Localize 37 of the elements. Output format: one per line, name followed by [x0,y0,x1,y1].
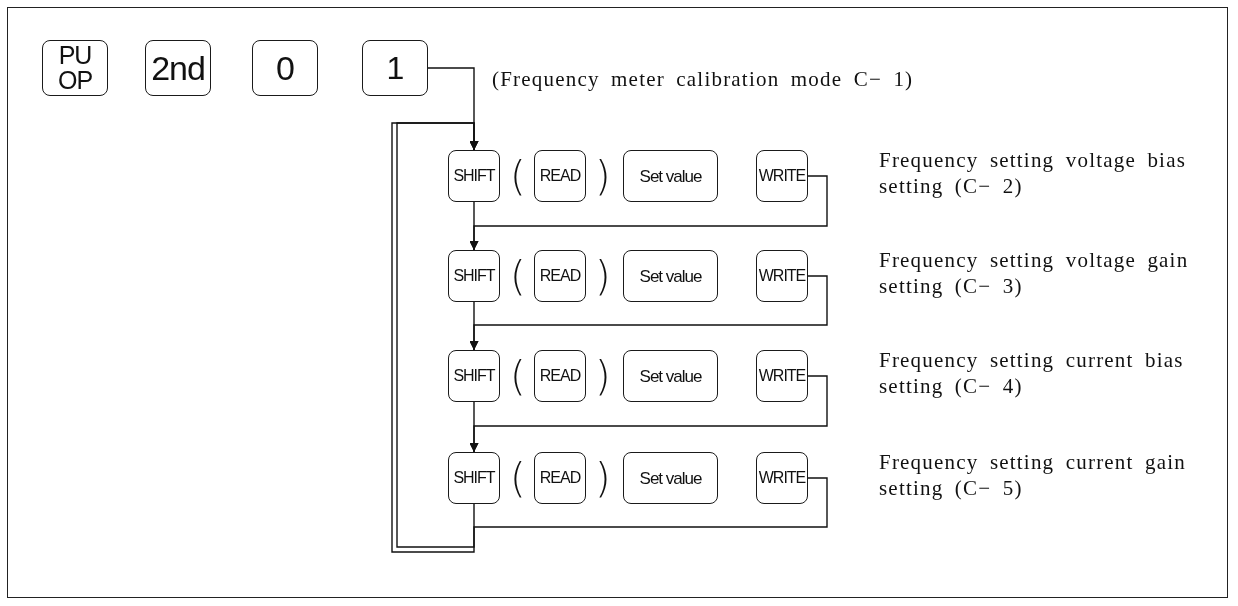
parenthesis: ) [595,156,611,196]
keypad-key: 1 [362,40,428,96]
parenthesis: ( [510,156,526,196]
parenthesis: ) [595,458,611,498]
keypad-key: WRITE [756,452,808,504]
keypad-key: 2nd [145,40,211,96]
keypad-key: READ [534,350,586,402]
arrow [469,275,828,351]
parenthesis: ) [595,356,611,396]
keypad-key: Set value [623,150,718,202]
keypad-key: WRITE [756,350,808,402]
parenthesis: ( [510,458,526,498]
keypad-key: SHIFT [448,350,500,402]
mode-description: Frequency setting current gain setting (C− 5) [879,449,1187,502]
keypad-key: 0 [252,40,318,96]
mode-description: Frequency setting voltage bias setting (C− 2) [879,147,1188,200]
arrow [469,175,828,251]
arrow [391,122,828,553]
keypad-key: SHIFT [448,452,500,504]
keypad-key: SHIFT [448,250,500,302]
mode-description: Frequency setting current bias setting (C− 4) [879,347,1185,400]
keypad-key: WRITE [756,250,808,302]
keypad-key: Set value [623,250,718,302]
keypad-key: READ [534,250,586,302]
keypad-key: WRITE [756,150,808,202]
keypad-key: READ [534,452,586,504]
mode-description: (Frequency meter calibration mode C− 1) [492,66,914,93]
parenthesis: ( [510,256,526,296]
parenthesis: ) [595,256,611,296]
keypad-key: READ [534,150,586,202]
keypad-key: Set value [623,452,718,504]
arrow [469,375,828,453]
keypad-key: Set value [623,350,718,402]
keypad-key: PU OP [42,40,108,96]
keypad-key: SHIFT [448,150,500,202]
mode-description: Frequency setting voltage gain setting (C− 3) [879,247,1190,300]
parenthesis: ( [510,356,526,396]
